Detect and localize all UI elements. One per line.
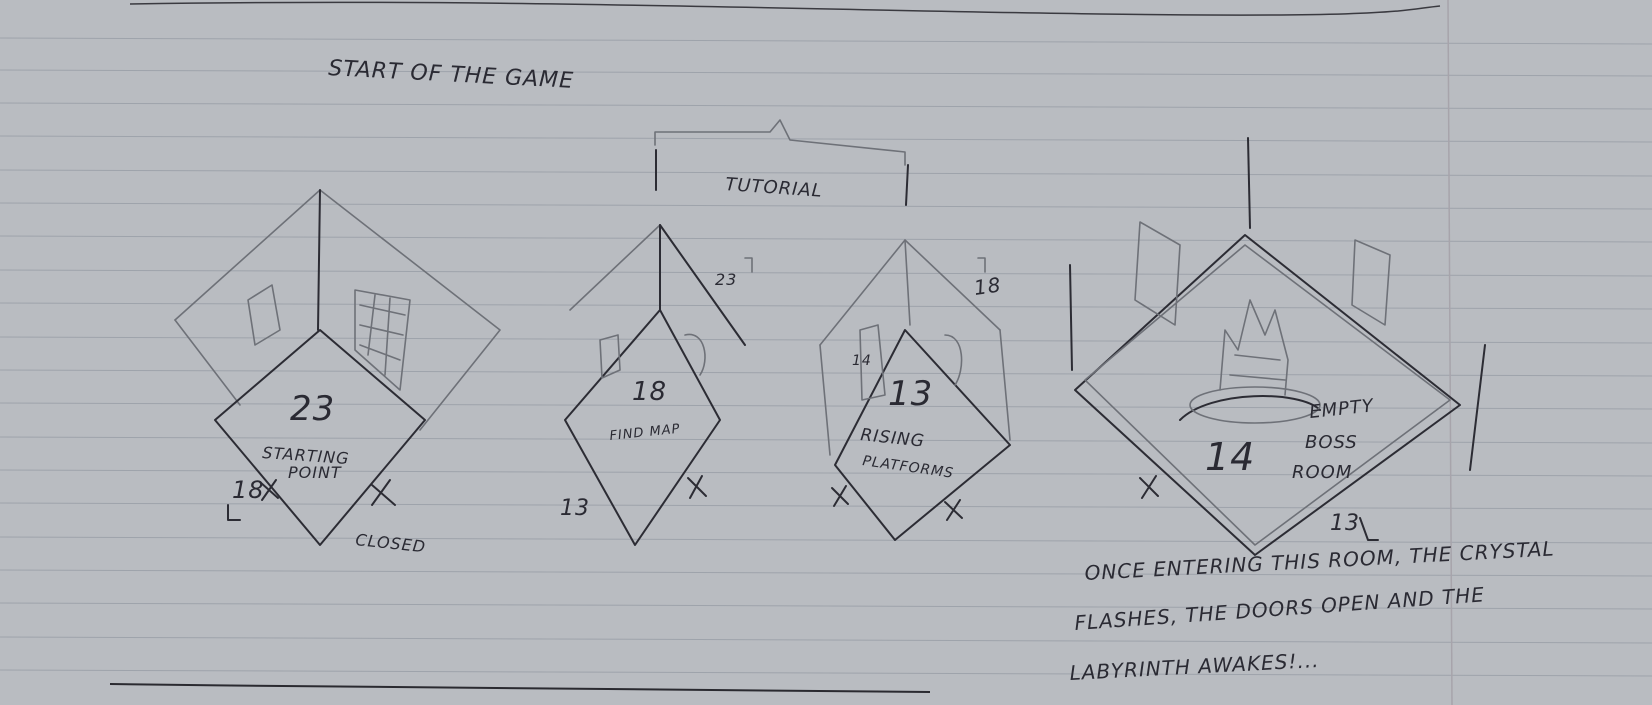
note-line-1: ONCE ENTERING THIS ROOM, THE CRYSTAL xyxy=(1084,536,1555,585)
room-13-sketch xyxy=(819,239,1011,541)
room-14-sketch xyxy=(1069,137,1486,556)
room-13-label-1: RISING xyxy=(859,425,925,452)
room-23-number: 23 xyxy=(290,389,335,429)
tutorial-bracket xyxy=(654,119,909,206)
room-23-label-2: POINT xyxy=(288,463,342,482)
tutorial-label: TUTORIAL xyxy=(725,174,824,202)
room-14-label-3: ROOM xyxy=(1292,462,1352,483)
room-14-number: 14 xyxy=(1205,435,1255,479)
room-14-exit-13: 13 xyxy=(1330,511,1360,536)
room-14-label-1: EMPTY xyxy=(1308,395,1376,423)
note-line-3: LABYRINTH AWAKES!... xyxy=(1069,648,1320,685)
room-23-sketch xyxy=(174,189,501,546)
room-18-exit-13: 13 xyxy=(560,496,590,521)
note-line-2: FLASHES, THE DOORS OPEN AND THE xyxy=(1074,582,1486,635)
page-title: START OF THE GAME xyxy=(328,56,575,94)
room-23-exit-18: 18 xyxy=(232,476,265,504)
room-13-label-2: PLATFORMS xyxy=(861,453,954,482)
room-23-exit-closed: CLOSED xyxy=(355,530,427,556)
room-18-sketch xyxy=(564,224,753,546)
room-18-label: FIND MAP xyxy=(609,422,681,444)
room-13-exit-14: 14 xyxy=(852,353,872,369)
room-18-exit-23: 23 xyxy=(715,270,737,289)
room-13-exit-18: 18 xyxy=(972,272,1003,300)
room-18-number: 18 xyxy=(632,377,667,407)
room-13-number: 13 xyxy=(888,374,933,414)
room-14-label-2: BOSS xyxy=(1305,432,1358,453)
